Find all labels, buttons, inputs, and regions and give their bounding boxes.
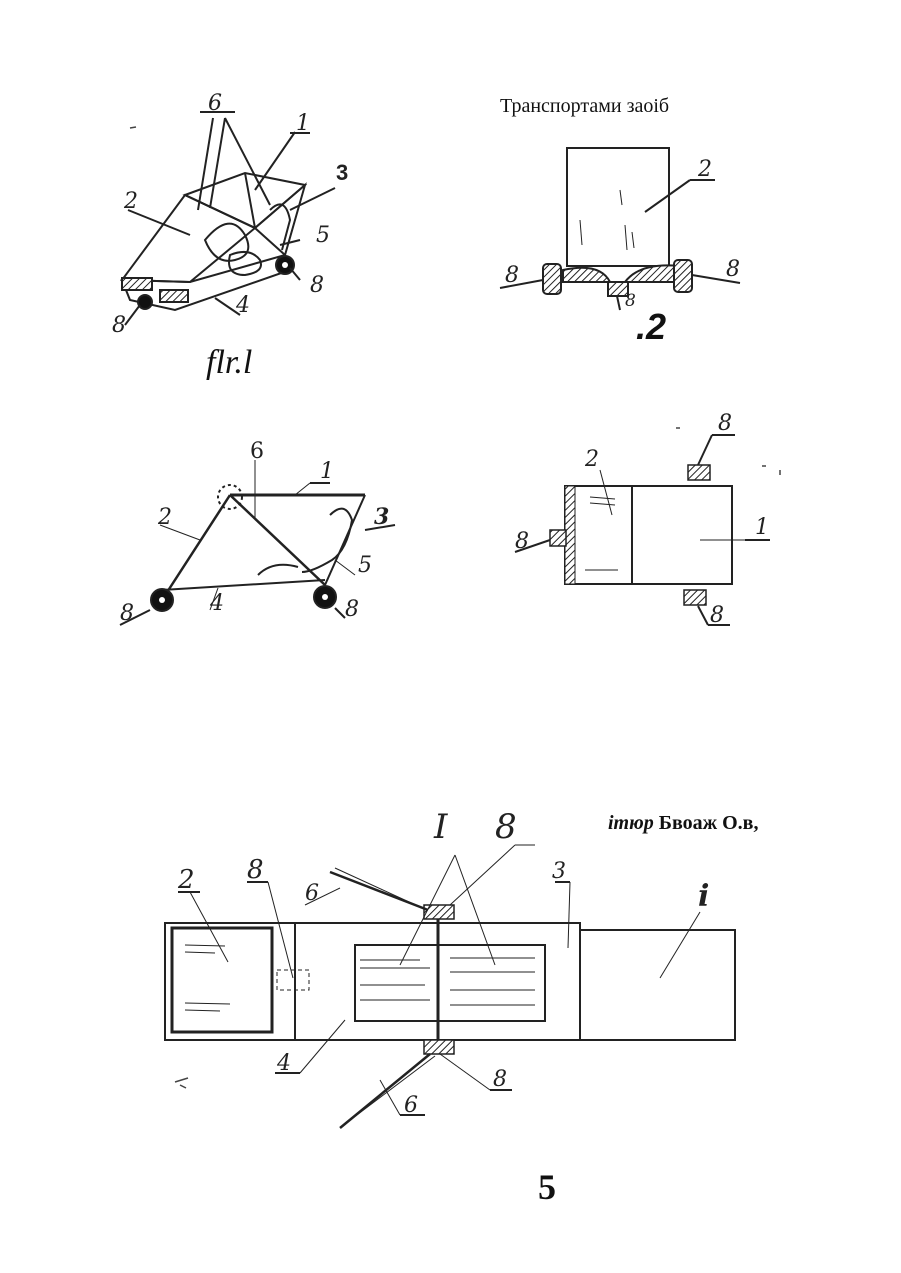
fig1-label: 6: [208, 91, 222, 116]
figure-4: [515, 435, 770, 625]
fig1-label: 8: [310, 273, 324, 298]
fig5-label: 4: [276, 1051, 291, 1076]
fig3-label: 1: [320, 459, 334, 484]
fig1-label: 1: [296, 111, 310, 136]
fig2-label: 8: [505, 263, 519, 288]
fig1-label: 4: [235, 293, 250, 318]
fig4-label: 8: [710, 603, 724, 628]
fig2-label: 8: [726, 257, 740, 282]
fig4-label: 8: [515, 529, 529, 554]
fig5-label: I: [433, 807, 448, 847]
fig1-label: 8: [112, 313, 126, 338]
figure-4-labels: 8 2 8 1 8: [515, 411, 769, 628]
figure-5: [165, 845, 735, 1128]
fig3-label: 4: [209, 591, 224, 616]
fig4-label: 8: [718, 411, 732, 436]
figure-5-labels: I 8 2 8 6 3 i 4 8 6: [177, 807, 709, 1118]
fig3-label: 8: [345, 597, 359, 622]
fig3-label: 3: [374, 504, 389, 530]
fig1-label: 5: [316, 223, 330, 248]
fig1-label: 2: [123, 189, 138, 214]
fig2-label: 8: [625, 291, 636, 311]
fig3-label: 6: [250, 439, 264, 464]
fig5-label: i: [698, 879, 709, 914]
fig3-label: 8: [120, 601, 134, 626]
fig4-label: 2: [584, 447, 599, 472]
fig5-label: 8: [493, 1067, 507, 1092]
fig5-label: 6: [404, 1093, 418, 1118]
fig3-label: 5: [358, 553, 372, 578]
fig5-label: 8: [247, 855, 264, 885]
fig3-label: 2: [157, 505, 172, 530]
fig5-label: 2: [177, 865, 195, 895]
fig5-label: 3: [552, 859, 566, 884]
fig1-label: 3: [336, 160, 348, 185]
fig5-label: 6: [305, 881, 319, 906]
fig5-label: 8: [495, 807, 517, 847]
figure-1: [122, 112, 335, 325]
fig2-label: 2: [697, 157, 712, 182]
fig4-label: 1: [755, 515, 769, 540]
